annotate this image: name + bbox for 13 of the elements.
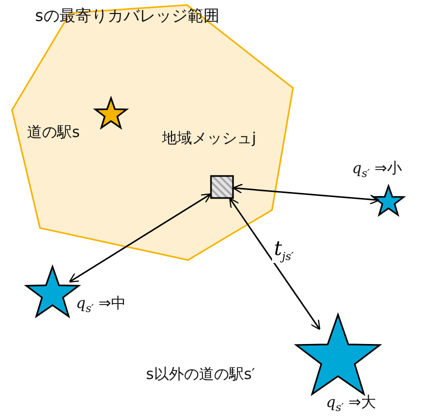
- coverage-area: [10, 4, 295, 262]
- station-star: [94, 97, 128, 130]
- double-arrow: [229, 198, 320, 330]
- node-caption: s以外の道の駅s′: [146, 366, 256, 382]
- double-arrow: [232, 184, 380, 205]
- node-caption: q$_{s′}$ ⇒中: [76, 295, 126, 316]
- mesh-square: [210, 175, 234, 199]
- node-caption: 地域メッシュj: [162, 130, 256, 146]
- station-star: [372, 185, 405, 217]
- node-caption: q$_{s′}$ ⇒大: [326, 394, 376, 414]
- node-caption: q$_{s′}$ ⇒小: [352, 160, 402, 180]
- node-caption: 道の駅s: [27, 124, 80, 140]
- double-arrow: [68, 193, 212, 283]
